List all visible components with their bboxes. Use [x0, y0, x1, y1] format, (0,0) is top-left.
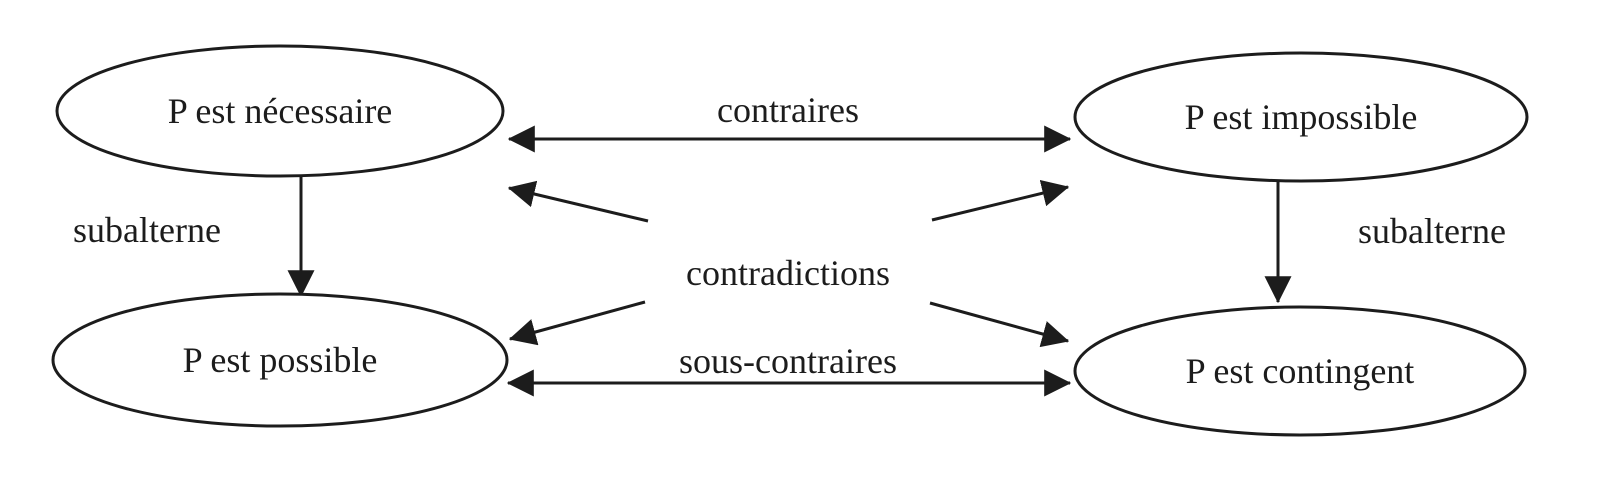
node-p-est-impossible: P est impossible [1073, 51, 1529, 183]
diagram-edge-labels: contraires contradictions sous-contraire… [73, 90, 1506, 381]
diagram-nodes: P est nécessaire P est impossible P est … [51, 44, 1529, 437]
node-ellipse [55, 44, 505, 178]
node-p-est-possible: P est possible [51, 292, 509, 428]
sous-contraires-label: sous-contraires [679, 341, 897, 381]
node-label: P est possible [183, 340, 378, 380]
node-ellipse [1073, 51, 1529, 183]
contradictions-label: contradictions [686, 253, 890, 293]
subalterne-left-label: subalterne [73, 210, 221, 250]
node-label: P est nécessaire [168, 91, 393, 131]
subalterne-right-label: subalterne [1358, 211, 1506, 251]
node-p-est-contingent: P est contingent [1073, 305, 1527, 437]
contraires-label: contraires [717, 90, 859, 130]
node-label: P est impossible [1185, 97, 1418, 137]
node-label: P est contingent [1186, 351, 1415, 391]
contradiction-arrow-upper-right [931, 179, 1070, 222]
diagram-edges [287, 125, 1292, 397]
contradiction-arrow-lower-right [929, 301, 1070, 348]
contradiction-arrow-upper-left [507, 180, 649, 223]
contradiction-arrow-lower-left [508, 300, 646, 346]
node-ellipse [1073, 305, 1527, 437]
node-p-est-necessaire: P est nécessaire [55, 44, 505, 178]
node-ellipse [51, 292, 509, 428]
